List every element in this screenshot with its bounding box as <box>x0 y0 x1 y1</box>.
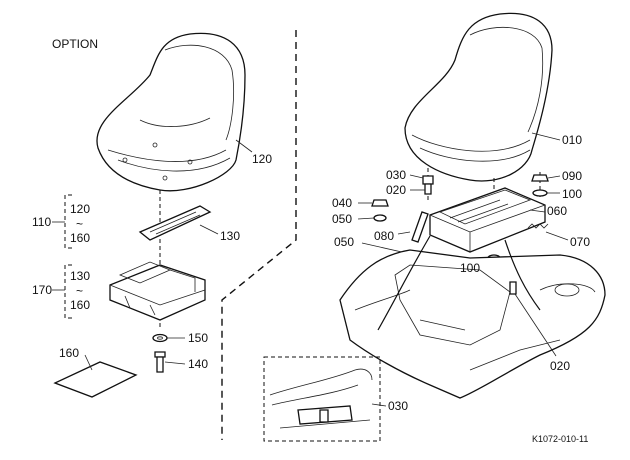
part-label-050b: 050 <box>334 235 354 249</box>
leader-020b <box>514 293 557 357</box>
detail-inset-frame <box>263 356 381 442</box>
leader-010 <box>531 132 561 141</box>
section-divider <box>221 30 297 440</box>
part-label-040: 040 <box>332 196 352 210</box>
leader-130 <box>199 224 219 235</box>
leader-160 <box>84 354 93 371</box>
part-label-110: 110 <box>32 215 51 229</box>
part-label-020b: 020 <box>550 359 570 373</box>
part-label-010: 010 <box>562 133 582 147</box>
part-label-110-from: 120 <box>70 202 90 216</box>
slide-assembly-drawing <box>429 187 546 253</box>
tilde-170: ~ <box>76 284 83 298</box>
leader-090 <box>547 175 561 179</box>
part-label-110-to: 160 <box>70 231 90 245</box>
part-label-060: 060 <box>547 204 567 218</box>
leader-080 <box>397 231 411 235</box>
part-label-080: 080 <box>374 229 394 243</box>
bolt-020b <box>509 281 517 295</box>
part-label-150: 150 <box>188 331 208 345</box>
slide-rail-drawing <box>138 205 212 241</box>
part-label-030b: 030 <box>388 399 408 413</box>
bracket-170 <box>52 264 72 319</box>
main-seat-drawing <box>404 12 553 182</box>
part-label-120: 120 <box>252 152 272 166</box>
part-label-170-from: 130 <box>70 269 90 283</box>
part-label-160: 160 <box>59 346 79 360</box>
part-label-050a: 050 <box>332 212 352 226</box>
spring-070 <box>527 223 549 229</box>
leader-070 <box>545 231 569 241</box>
tilde-110: ~ <box>76 217 83 231</box>
leader-120 <box>235 139 253 153</box>
nut-040 <box>371 199 389 207</box>
bracket-110 <box>52 194 72 249</box>
part-label-170-to: 160 <box>70 298 90 312</box>
tractor-body-drawing <box>339 249 606 399</box>
part-label-140: 140 <box>188 357 208 371</box>
part-label-170: 170 <box>32 283 52 297</box>
part-label-100a: 100 <box>562 187 582 201</box>
leader-140 <box>164 361 186 365</box>
sheet-160-drawing <box>53 361 138 398</box>
drawing-code: K1072-010-11 <box>532 434 588 444</box>
part-label-130: 130 <box>220 229 240 243</box>
part-label-070: 070 <box>570 235 590 249</box>
bolt-030 <box>422 175 434 195</box>
nut-090 <box>531 174 549 182</box>
bolt-140 <box>154 351 166 373</box>
leader-050a <box>357 217 375 220</box>
washer-150 <box>152 333 168 343</box>
option-seat-drawing <box>96 32 246 192</box>
washer-100a <box>532 189 548 197</box>
part-label-090: 090 <box>562 169 582 183</box>
cable-right <box>504 239 541 311</box>
part-label-030a: 030 <box>386 168 406 182</box>
cable-left <box>377 235 431 331</box>
seat-base-drawing <box>109 261 206 321</box>
part-label-100b: 100 <box>460 261 480 275</box>
leader-030a <box>409 174 424 179</box>
option-label: OPTION <box>52 37 98 51</box>
detail-inset-drawing <box>269 368 373 429</box>
leader-030b <box>371 403 387 407</box>
leader-060 <box>529 209 546 213</box>
part-label-020a: 020 <box>386 183 406 197</box>
lever-080 <box>411 211 429 243</box>
washer-050a <box>373 214 387 222</box>
